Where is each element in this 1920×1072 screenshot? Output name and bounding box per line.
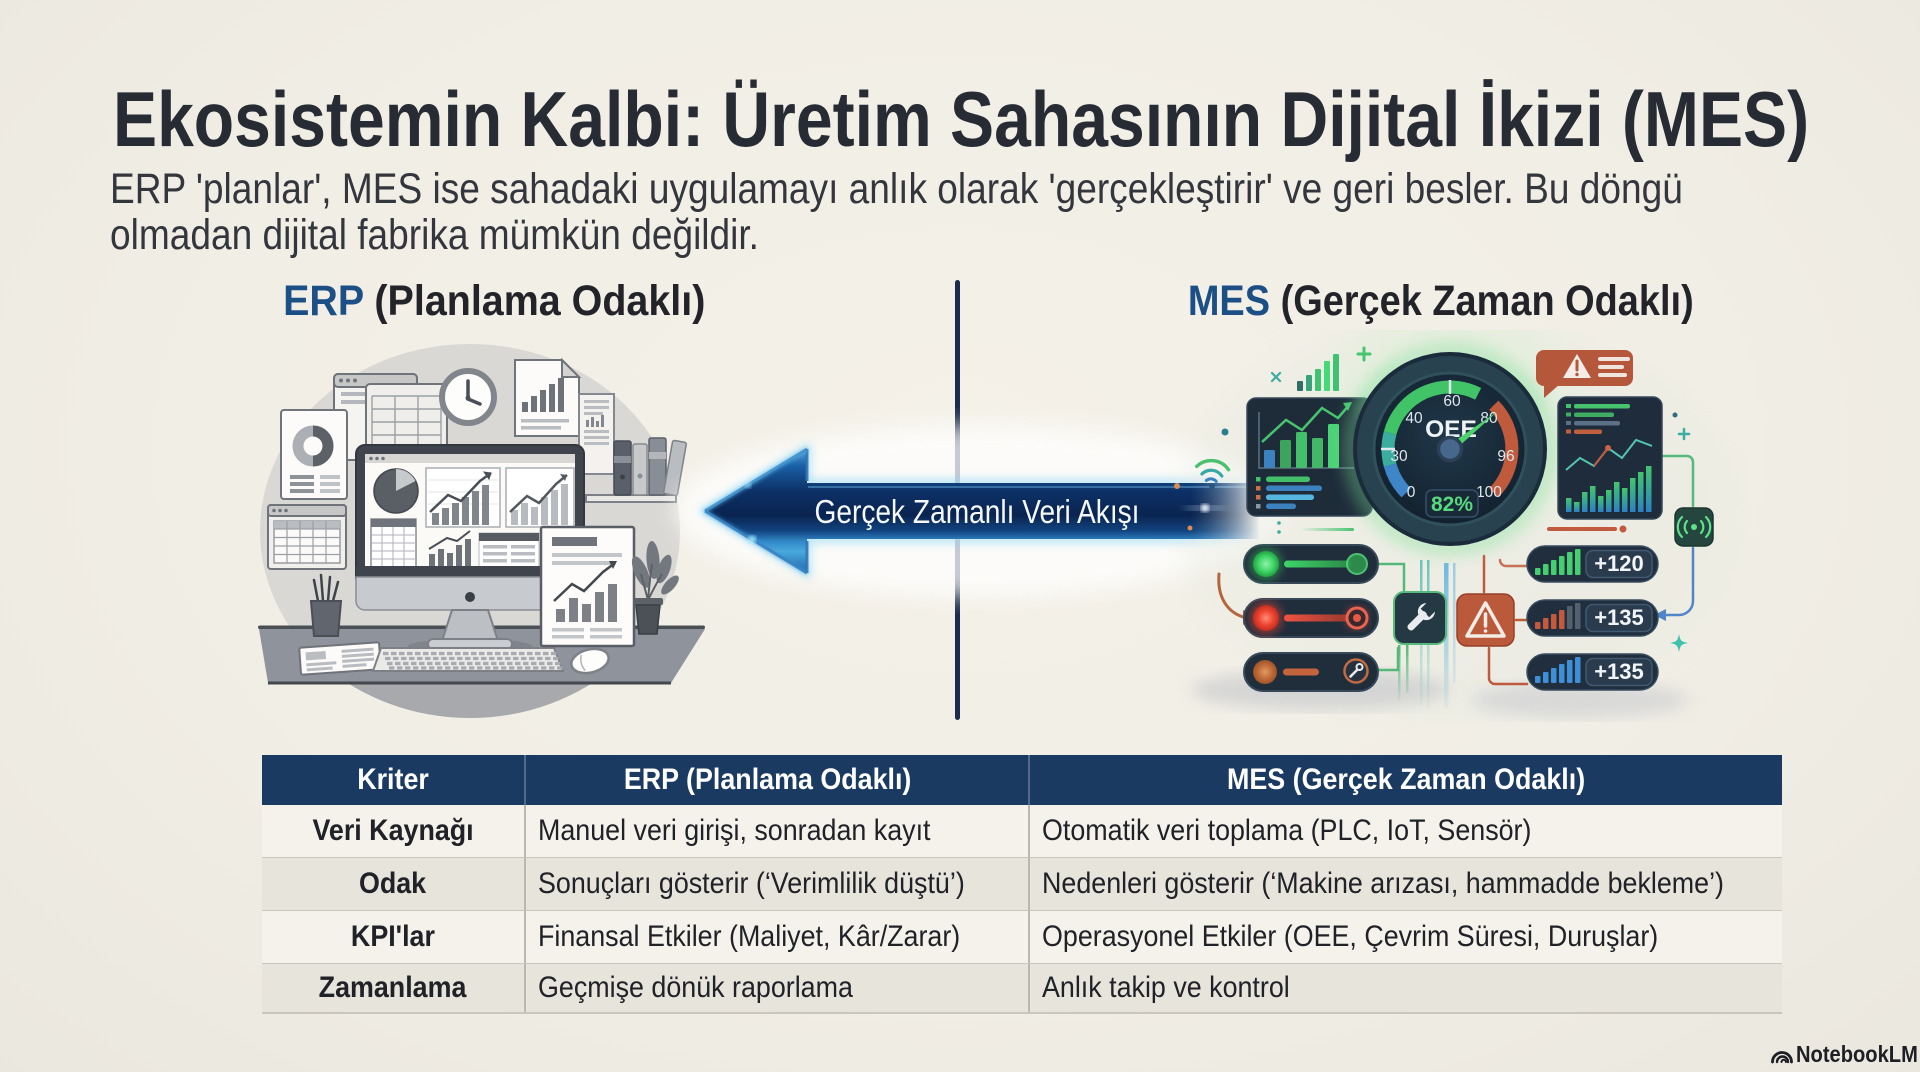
svg-text:40: 40 [1405, 410, 1423, 427]
svg-text:Gerçek Zamanlı Veri Akışı: Gerçek Zamanlı Veri Akışı [815, 493, 1140, 530]
svg-text:60: 60 [1443, 393, 1461, 410]
svg-text:0: 0 [1407, 484, 1416, 501]
svg-text:82%: 82% [1431, 493, 1473, 516]
svg-text:30: 30 [1390, 448, 1408, 465]
svg-text:96: 96 [1497, 448, 1514, 465]
svg-text:100: 100 [1476, 484, 1502, 501]
svg-text:+135: +135 [1594, 605, 1644, 630]
svg-text:+120: +120 [1594, 551, 1644, 576]
svg-text:+135: +135 [1594, 659, 1644, 684]
